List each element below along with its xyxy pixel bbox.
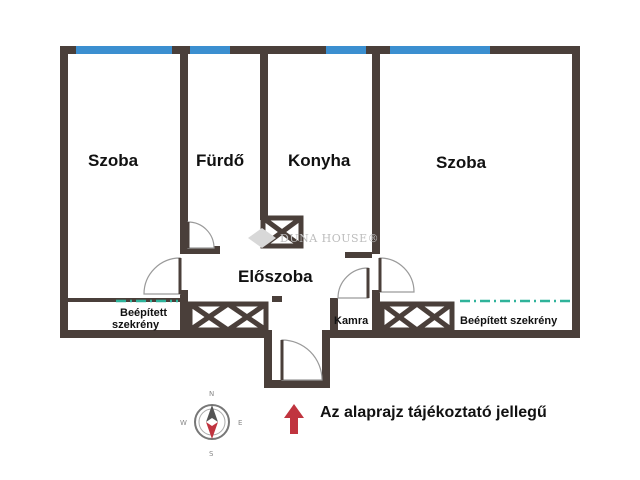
room-label-kamra: Kamra (334, 315, 369, 327)
door-pantry (337, 267, 370, 299)
doors (143, 221, 415, 381)
closet-right-label: Beépített szekrény (460, 315, 558, 327)
outer-walls (60, 46, 580, 388)
closet-left-label-2: szekrény (112, 319, 160, 331)
watermark-text: DUNA HOUSE® (280, 232, 379, 245)
room-label-szoba-right: Szoba (436, 153, 487, 172)
svg-text:E: E (238, 419, 242, 427)
up-arrow-icon (284, 404, 304, 434)
watermark: DUNA HOUSE® (248, 228, 379, 248)
svg-text:S: S (209, 450, 214, 458)
hall-cabinets (187, 301, 455, 333)
room-label-eloszoba: Előszoba (238, 267, 313, 286)
room-label-konyha: Konyha (288, 151, 351, 170)
room-label-furdo: Fürdő (196, 151, 244, 170)
windows (76, 46, 490, 54)
room-label-szoba-left: Szoba (88, 151, 139, 170)
door-room-left (143, 257, 182, 295)
svg-text:W: W (180, 419, 187, 427)
compass-icon: N S E W (180, 390, 242, 458)
door-bath (186, 221, 215, 249)
svg-text:N: N (209, 390, 214, 398)
disclaimer-text: Az alaprajz tájékoztató jellegű (320, 404, 547, 421)
door-entrance (280, 339, 323, 381)
door-room-right (378, 257, 415, 293)
closet-left-label-1: Beépített (120, 307, 167, 319)
interior-walls (68, 54, 380, 338)
